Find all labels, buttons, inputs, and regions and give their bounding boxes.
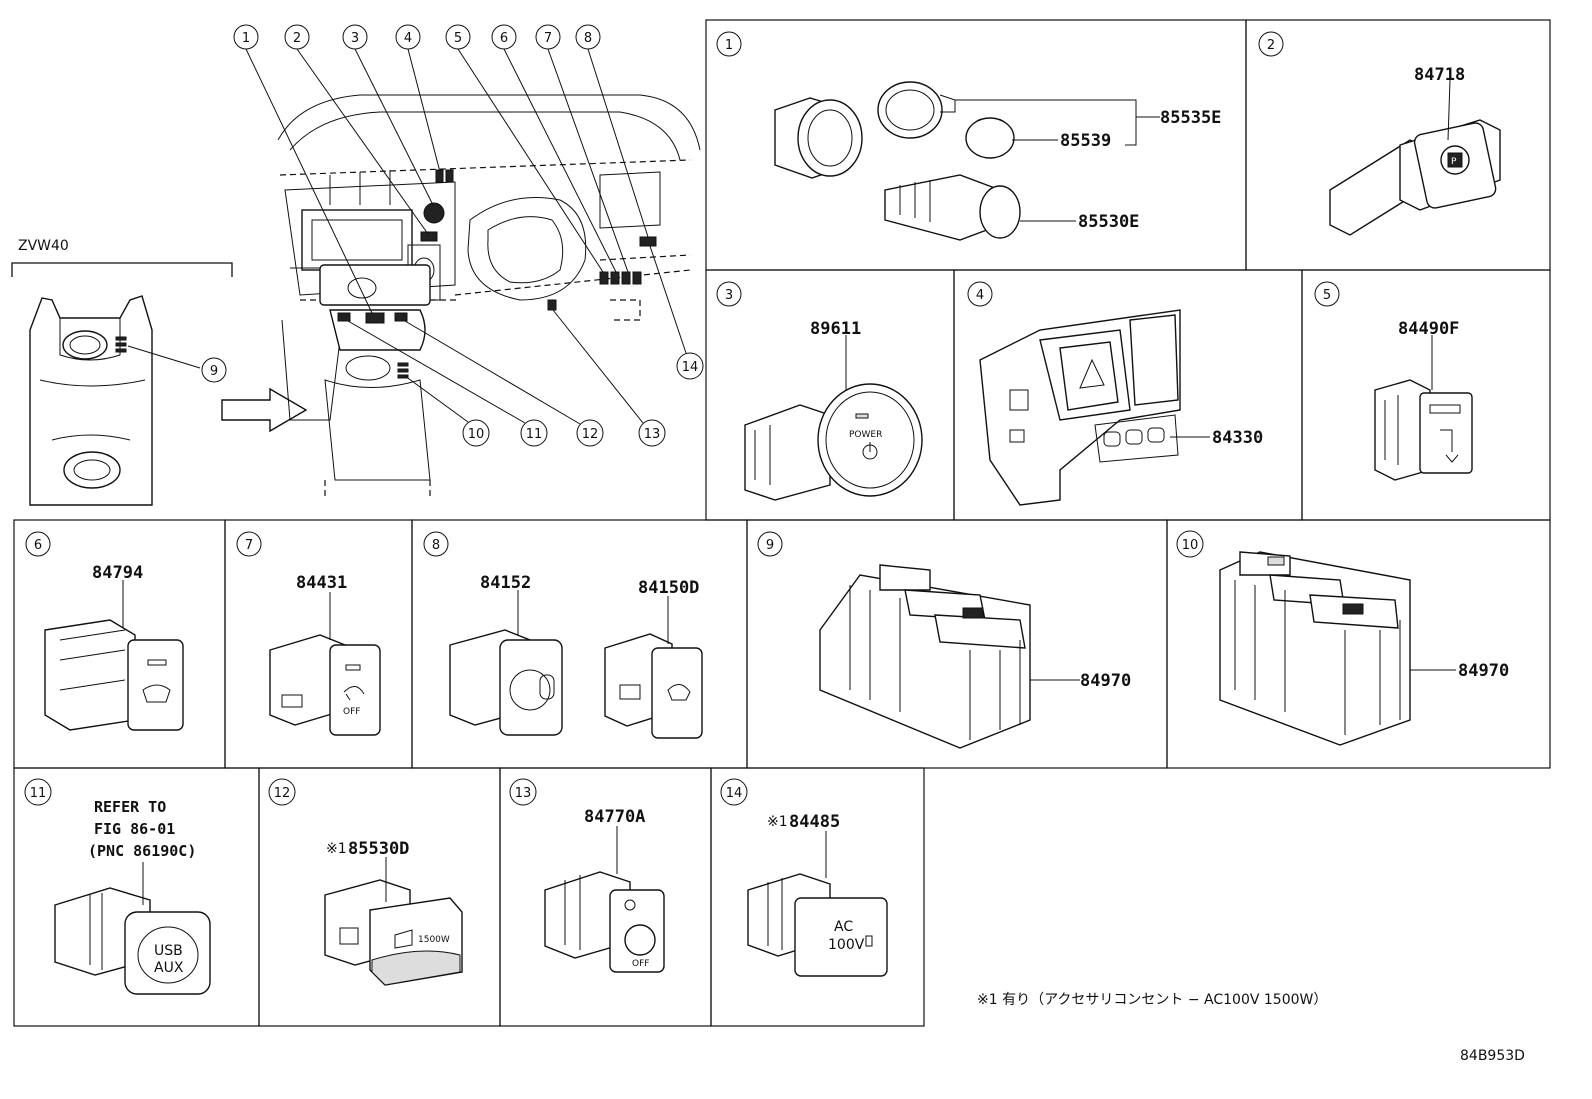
part-85530E: 85530E — [1078, 212, 1139, 232]
panel-2: 2 P 84718 — [1258, 31, 1501, 236]
panel-10: 10 84970 — [1176, 530, 1509, 746]
callout-1: 1 — [242, 31, 250, 46]
part-84718: 84718 — [1414, 65, 1465, 85]
aux-label: AUX — [154, 960, 184, 976]
panel-8: 8 84152 84150D — [423, 531, 703, 739]
footnote: ※1 有り（アクセサリコンセント − AC100V 1500W） — [977, 992, 1327, 1008]
panel-3-index: 3 — [725, 288, 733, 303]
callout-3: 3 — [351, 31, 359, 46]
callout-7: 7 — [544, 31, 552, 46]
panel-1: 1 85535E 85539 85530E — [716, 31, 1221, 241]
panel-12: 12 1500W ※1 85530D — [268, 778, 463, 986]
panel-7-off-label: OFF — [343, 707, 360, 717]
part-85530D: 85530D — [348, 839, 409, 859]
variant-label: ZVW40 — [18, 238, 69, 254]
overview-leaders — [245, 48, 687, 425]
part-84794: 84794 — [92, 563, 143, 583]
part-84330: 84330 — [1212, 428, 1263, 448]
panel-14: 14 AC 100V ※1 84485 — [720, 778, 888, 977]
panel-12-marker: ※1 — [326, 841, 347, 857]
figure-code: 84B953D — [1460, 1048, 1525, 1064]
part-84770A: 84770A — [584, 807, 645, 827]
panel-12-power-label: 1500W — [418, 935, 450, 945]
panel-9-index: 9 — [766, 538, 774, 553]
refer-line-3: (PNC 86190C) — [88, 842, 196, 860]
callout-14: 14 — [682, 360, 699, 375]
overview-callouts: 1 2 3 4 5 6 7 8 9 10 11 12 13 14 — [201, 24, 704, 447]
panel-4: 4 84330 — [967, 281, 1263, 506]
part-85535E: 85535E — [1160, 108, 1221, 128]
panel-grid — [13, 19, 1551, 1027]
100v-label: 100V — [828, 937, 865, 953]
part-84152: 84152 — [480, 573, 531, 593]
part-89611: 89611 — [810, 319, 861, 339]
panel-13: 13 OFF 84770A — [509, 778, 665, 973]
callout-2: 2 — [293, 31, 301, 46]
callout-12: 12 — [582, 427, 599, 442]
callout-5: 5 — [454, 31, 462, 46]
callout-6: 6 — [500, 31, 508, 46]
part-84150D: 84150D — [638, 578, 699, 598]
part-84485: 84485 — [789, 812, 840, 832]
panel-11-index: 11 — [30, 786, 47, 801]
part-84970-b: 84970 — [1458, 661, 1509, 681]
console-small-drawing — [29, 295, 201, 506]
panel-7: 7 OFF 84431 — [236, 531, 381, 736]
svg-text:P: P — [1451, 157, 1457, 167]
ac-label: AC — [834, 919, 853, 935]
panel-13-index: 13 — [515, 786, 532, 801]
refer-line-2: FIG 86-01 — [94, 820, 175, 838]
callout-8: 8 — [584, 31, 592, 46]
panel-9: 9 84970 — [757, 531, 1131, 749]
callout-9: 9 — [210, 364, 218, 379]
panel-12-index: 12 — [274, 786, 291, 801]
panel-5: 5 84490F — [1314, 281, 1473, 481]
overview-section: ZVW40 — [11, 24, 704, 506]
part-85539: 85539 — [1060, 131, 1111, 151]
part-84431: 84431 — [296, 573, 347, 593]
part-84490F: 84490F — [1398, 319, 1459, 339]
panel-6-index: 6 — [34, 538, 42, 553]
panel-4-index: 4 — [976, 288, 984, 303]
power-button-label: POWER — [849, 430, 882, 440]
panel-7-index: 7 — [245, 538, 253, 553]
panel-8-index: 8 — [432, 538, 440, 553]
panel-2-index: 2 — [1267, 38, 1275, 53]
panel-1-index: 1 — [725, 38, 733, 53]
panel-11: 11 REFER TO FIG 86-01 (PNC 86190C) USB A… — [24, 778, 211, 995]
refer-line-1: REFER TO — [94, 798, 166, 816]
callout-11: 11 — [526, 427, 543, 442]
panel-6: 6 84794 — [25, 531, 184, 731]
panel-14-marker: ※1 — [767, 814, 788, 830]
panel-10-index: 10 — [1182, 538, 1199, 553]
panel-3: 3 POWER 89611 — [716, 281, 923, 501]
panel-5-index: 5 — [1323, 288, 1331, 303]
panel-13-off-label: OFF — [632, 959, 649, 969]
dashboard-drawing — [277, 94, 701, 500]
panel-14-index: 14 — [726, 786, 743, 801]
callout-13: 13 — [644, 427, 661, 442]
usb-label: USB — [154, 943, 183, 959]
direction-arrow — [221, 387, 308, 433]
callout-4: 4 — [404, 31, 412, 46]
part-84970-a: 84970 — [1080, 671, 1131, 691]
callout-10: 10 — [468, 427, 485, 442]
